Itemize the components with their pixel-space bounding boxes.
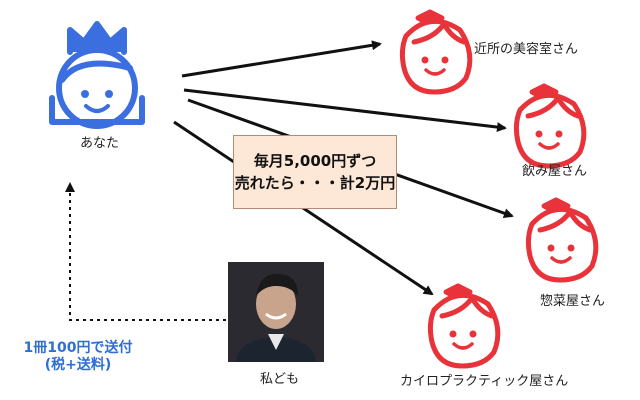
pricing-note-line-2: (税+送料)	[44, 357, 112, 373]
person-photo	[228, 262, 324, 362]
girl-with-bow-icon	[513, 83, 587, 169]
customer-label-chiropractic: カイロプラクティック屋さん	[400, 374, 569, 389]
customer-label-bar: 飲み屋さん	[522, 164, 588, 179]
arrow-to-salon	[181, 40, 382, 78]
us-label: 私ども	[260, 372, 300, 387]
dotted-arrow-to-you	[65, 182, 226, 321]
girl-with-bow-icon	[399, 9, 473, 95]
girl-with-bow-icon	[427, 283, 501, 369]
you-label: あなた	[80, 136, 120, 151]
revenue-callout-line-1: 毎月5,000円ずつ	[253, 152, 377, 170]
revenue-callout-box: 毎月5,000円ずつ 売れたら・・・計2万円	[233, 135, 397, 209]
girl-with-bow-icon	[525, 197, 599, 283]
customer-label-deli: 惣菜屋さん	[540, 294, 606, 309]
arrow-to-bar	[183, 88, 507, 133]
person-icon	[228, 262, 324, 362]
pricing-note: 1冊100円で送付 (税+送料)	[8, 340, 148, 374]
revenue-callout-line-2: 売れたら・・・計2万円	[234, 174, 396, 192]
customer-label-salon: 近所の美容室さん	[474, 42, 579, 57]
pricing-note-line-1: 1冊100円で送付	[23, 340, 133, 356]
boy-with-crown-icon	[49, 21, 145, 129]
